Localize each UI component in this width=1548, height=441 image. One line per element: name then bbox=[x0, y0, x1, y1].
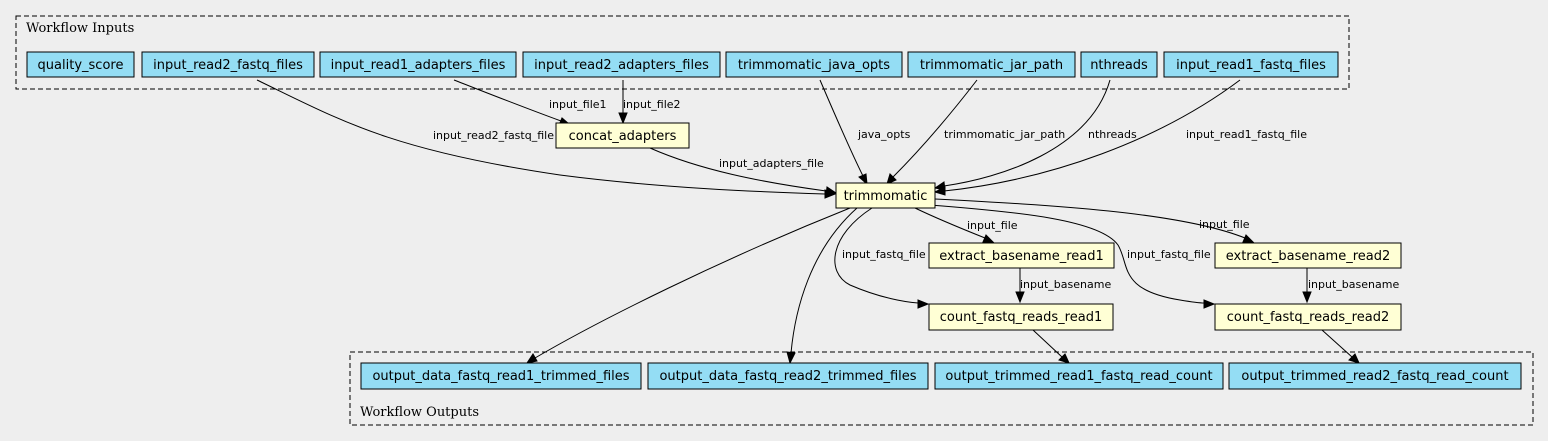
node-input-read2-adapters-files[interactable]: input_read2_adapters_files bbox=[522, 51, 721, 78]
node-output-trimmed-read2-fastq-read-count-label: output_trimmed_read2_fastq_read_count bbox=[1241, 369, 1508, 384]
node-count-fastq-reads-read2[interactable]: count_fastq_reads_read2 bbox=[1214, 303, 1402, 331]
edge-label-input-fastq-file-read2: input_fastq_file bbox=[1127, 248, 1211, 261]
node-input-read1-adapters-files-label: input_read1_adapters_files bbox=[331, 58, 506, 73]
node-output-trimmed-read2-fastq-read-count[interactable]: output_trimmed_read2_fastq_read_count bbox=[1228, 362, 1522, 390]
node-input-read2-adapters-files-label: input_read2_adapters_files bbox=[534, 58, 709, 73]
edge-count-read1-to-out-read1-count bbox=[1032, 329, 1070, 364]
edge-label-input-fastq-file-read1: input_fastq_file bbox=[842, 248, 926, 261]
node-input-read2-fastq-files-label: input_read2_fastq_files bbox=[153, 58, 303, 73]
edge-label-java-opts: java_opts bbox=[857, 128, 911, 141]
node-extract-basename-read1[interactable]: extract_basename_read1 bbox=[928, 242, 1115, 269]
workflow-outputs-cluster: Workflow Outputs bbox=[349, 351, 1534, 426]
node-trimmomatic[interactable]: trimmomatic bbox=[835, 182, 936, 209]
edge-read1-fastq-to-trimmomatic: input_read1_fastq_file bbox=[933, 79, 1307, 196]
edge-label-trimmomatic-jar-path: trimmomatic_jar_path bbox=[944, 128, 1065, 141]
edge-read2-adapters-to-concat: input_file2 bbox=[618, 80, 681, 125]
node-count-fastq-reads-read1[interactable]: count_fastq_reads_read1 bbox=[928, 303, 1114, 331]
edge-label-input-file-read1: input_file bbox=[967, 219, 1018, 232]
node-count-fastq-reads-read1-label: count_fastq_reads_read1 bbox=[940, 310, 1102, 325]
node-trimmomatic-jar-path[interactable]: trimmomatic_jar_path bbox=[907, 51, 1076, 78]
node-nthreads-label: nthreads bbox=[1090, 58, 1148, 73]
edge-extract-read2-to-count-read2: input_basename bbox=[1302, 268, 1399, 304]
node-output-data-fastq-read2-trimmed-files[interactable]: output_data_fastq_read2_trimmed_files bbox=[647, 362, 929, 390]
node-output-data-fastq-read1-trimmed-files-label: output_data_fastq_read1_trimmed_files bbox=[372, 369, 629, 384]
node-input-read2-fastq-files[interactable]: input_read2_fastq_files bbox=[141, 51, 315, 78]
edge-count-read2-to-out-read2-count bbox=[1321, 329, 1360, 364]
node-quality-score[interactable]: quality_score bbox=[26, 51, 135, 78]
edge-label-input-basename-read2: input_basename bbox=[1308, 278, 1399, 291]
node-count-fastq-reads-read2-label: count_fastq_reads_read2 bbox=[1227, 310, 1389, 325]
edge-concat-to-trimmomatic: input_adapters_file bbox=[649, 147, 838, 196]
edge-label-input-file-read2: input_file bbox=[1199, 218, 1250, 231]
edge-label-input-read1-fastq-file: input_read1_fastq_file bbox=[1186, 128, 1307, 141]
node-output-trimmed-read1-fastq-read-count-label: output_trimmed_read1_fastq_read_count bbox=[945, 369, 1212, 384]
edge-nthreads-to-trimmomatic: nthreads bbox=[933, 79, 1137, 191]
workflow-inputs-cluster: Workflow Inputs bbox=[15, 15, 1350, 90]
edge-read1-adapters-to-concat: input_file1 bbox=[453, 79, 607, 126]
node-input-read1-fastq-files-label: input_read1_fastq_files bbox=[1176, 58, 1326, 73]
edge-label-nthreads: nthreads bbox=[1088, 128, 1137, 141]
node-output-data-fastq-read2-trimmed-files-label: output_data_fastq_read2_trimmed_files bbox=[659, 369, 916, 384]
node-quality-score-label: quality_score bbox=[38, 58, 124, 73]
edge-trimmomatic-to-extract-read2: input_file bbox=[934, 198, 1255, 243]
edge-label-input-basename-read1: input_basename bbox=[1020, 278, 1111, 291]
edge-label-input-file1: input_file1 bbox=[549, 98, 607, 111]
edge-read2-fastq-to-trimmomatic: input_read2_fastq_file bbox=[256, 79, 837, 199]
edge-label-input-adapters-file: input_adapters_file bbox=[719, 157, 824, 170]
edge-trimmomatic-to-out-read2-trimmed bbox=[786, 207, 858, 365]
node-output-trimmed-read1-fastq-read-count[interactable]: output_trimmed_read1_fastq_read_count bbox=[934, 362, 1224, 390]
edge-java-opts-to-trimmomatic: java_opts bbox=[819, 79, 911, 186]
node-concat-adapters[interactable]: concat_adapters bbox=[555, 122, 690, 149]
workflow-outputs-label: Workflow Outputs bbox=[360, 405, 479, 420]
workflow-inputs-label: Workflow Inputs bbox=[26, 21, 134, 36]
node-extract-basename-read1-label: extract_basename_read1 bbox=[939, 249, 1104, 264]
node-concat-adapters-label: concat_adapters bbox=[569, 129, 677, 144]
node-extract-basename-read2[interactable]: extract_basename_read2 bbox=[1214, 242, 1402, 269]
edge-trimmomatic-to-extract-read1: input_file bbox=[914, 207, 1018, 243]
node-trimmomatic-java-opts[interactable]: trimmomatic_java_opts bbox=[725, 51, 903, 78]
edge-extract-read1-to-count-read1: input_basename bbox=[1015, 268, 1111, 304]
node-trimmomatic-jar-path-label: trimmomatic_jar_path bbox=[920, 58, 1063, 73]
node-trimmomatic-label: trimmomatic bbox=[844, 189, 928, 204]
edge-label-input-read2-fastq-file: input_read2_fastq_file bbox=[433, 129, 554, 142]
node-input-read1-adapters-files[interactable]: input_read1_adapters_files bbox=[319, 51, 517, 78]
node-nthreads[interactable]: nthreads bbox=[1080, 51, 1158, 78]
edge-trimmomatic-to-out-read1-trimmed bbox=[525, 207, 851, 364]
edge-trimmomatic-to-count-read1: input_fastq_file bbox=[834, 207, 930, 309]
edge-label-input-file2: input_file2 bbox=[623, 98, 681, 111]
node-extract-basename-read2-label: extract_basename_read2 bbox=[1226, 249, 1391, 264]
node-trimmomatic-java-opts-label: trimmomatic_java_opts bbox=[738, 58, 890, 73]
edge-trimmomatic-to-count-read2: input_fastq_file bbox=[929, 204, 1216, 309]
node-output-data-fastq-read1-trimmed-files[interactable]: output_data_fastq_read1_trimmed_files bbox=[360, 362, 642, 390]
node-input-read1-fastq-files[interactable]: input_read1_fastq_files bbox=[1163, 51, 1339, 78]
edge-jar-path-to-trimmomatic: trimmomatic_jar_path bbox=[886, 79, 1065, 185]
